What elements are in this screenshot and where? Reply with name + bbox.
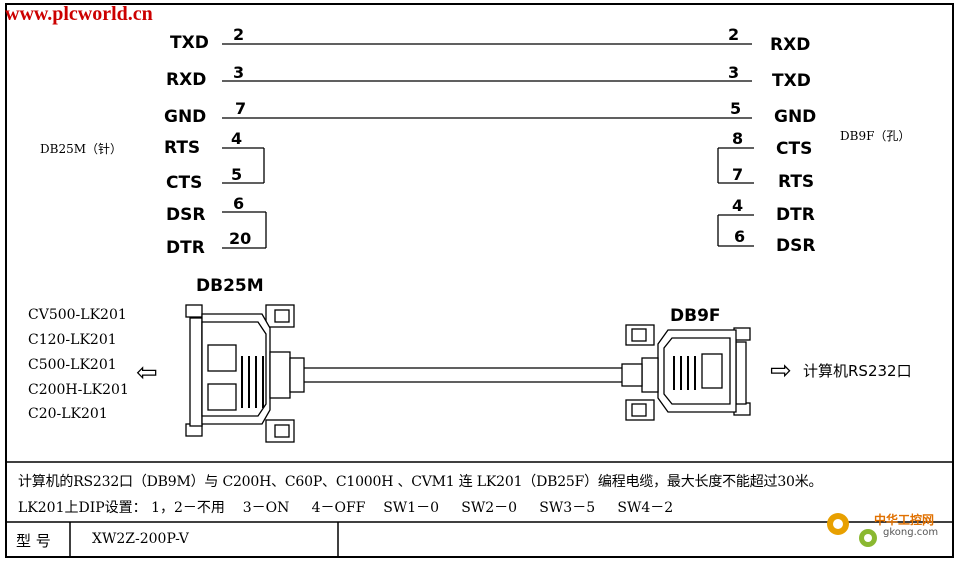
left-connector-label: DB25M（针） xyxy=(40,142,122,156)
left-pin: 2 xyxy=(233,25,245,44)
logo-subtext: gkong.com xyxy=(883,527,939,538)
model-list-item: C20-LK201 xyxy=(28,406,108,422)
right-connector-label: DB9F（孔） xyxy=(840,129,911,143)
db9f-connector-drawing xyxy=(621,324,751,421)
note-line-1: 计算机的RS232口（DB9M）与 C200H、C60P、C1000H 、CVM… xyxy=(18,474,823,490)
right-pin: 3 xyxy=(728,63,740,82)
right-pin: 2 xyxy=(728,25,740,44)
model-list-item: CV500-LK201 xyxy=(28,307,127,323)
left-pin: 4 xyxy=(231,129,243,148)
logo-gear-icon xyxy=(827,513,877,547)
right-pin: 6 xyxy=(734,227,746,246)
cable xyxy=(304,367,622,383)
right-pin: 5 xyxy=(730,99,742,118)
left-pin: 6 xyxy=(233,194,245,213)
left-pin: 20 xyxy=(229,229,252,248)
right-signal-dtr: DTR xyxy=(776,205,815,225)
db9f-title: DB9F xyxy=(670,306,721,326)
right-pin: 8 xyxy=(732,129,744,148)
right-signal-dsr: DSR xyxy=(776,236,816,256)
watermark: www.plcworld.cn xyxy=(5,3,153,25)
model-list-item: C120-LK201 xyxy=(28,332,117,348)
left-signal-dsr: DSR xyxy=(166,205,206,225)
right-pin: 4 xyxy=(732,196,744,215)
db25m-connector-drawing xyxy=(185,304,305,443)
right-signal-rxd: RXD xyxy=(770,35,811,55)
right-pin: 7 xyxy=(732,165,744,184)
model-list-item: C200H-LK201 xyxy=(28,382,129,398)
left-pin: 7 xyxy=(235,99,247,118)
arrow-right-icon: ⇨ xyxy=(770,356,792,386)
note-line-2: LK201上DIP设置： 1，2－不用 3－ON 4－OFF SW1－0 SW2… xyxy=(18,500,674,516)
left-signal-gnd: GND xyxy=(164,107,207,127)
logo-text: 中华工控网 xyxy=(874,513,935,527)
model-value: XW2Z-200P-V xyxy=(92,531,189,547)
pc-port-label: 计算机RS232口 xyxy=(803,362,912,380)
model-list-item: C500-LK201 xyxy=(28,357,117,373)
left-pin: 3 xyxy=(233,63,245,82)
db25m-title: DB25M xyxy=(196,276,264,296)
left-signal-dtr: DTR xyxy=(166,238,205,258)
arrow-left-icon: ⇦ xyxy=(136,358,158,388)
left-signal-rxd: RXD xyxy=(166,70,207,90)
model-label: 型 号 xyxy=(16,532,51,550)
right-signal-gnd: GND xyxy=(774,107,817,127)
left-signal-txd: TXD xyxy=(170,33,209,53)
left-pin: 5 xyxy=(231,165,243,184)
right-signal-txd: TXD xyxy=(772,71,811,91)
diagram-frame xyxy=(5,3,954,558)
right-signal-rts: RTS xyxy=(778,172,815,192)
left-signal-cts: CTS xyxy=(166,173,203,193)
left-signal-rts: RTS xyxy=(164,138,201,158)
right-signal-cts: CTS xyxy=(776,139,813,159)
